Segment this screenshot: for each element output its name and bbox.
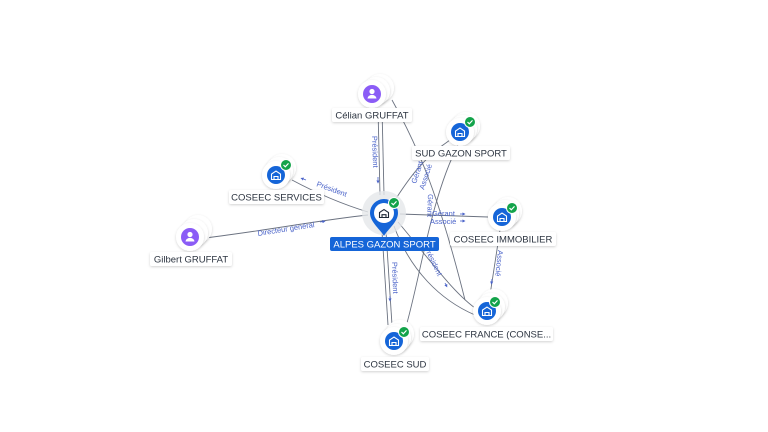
- edge-label-gerant-immobilier: Gérant: [432, 209, 456, 218]
- verified-badge-icon: [280, 159, 292, 171]
- company-icon: [267, 166, 285, 184]
- node-france[interactable]: COSEEC FRANCE (CONSE...: [420, 289, 553, 341]
- edge-label-associe-france: Associé: [493, 250, 505, 277]
- node-celian[interactable]: Célian GRUFFAT: [332, 74, 412, 122]
- verified-badge-icon: [506, 202, 518, 214]
- node-sudgazon[interactable]: SUD GAZON SPORT: [412, 112, 510, 160]
- map-pin-icon: [370, 199, 398, 236]
- edge-gilbert-center[interactable]: [204, 214, 369, 239]
- verified-badge-icon: [398, 326, 410, 338]
- person-icon: [363, 85, 381, 103]
- node-services[interactable]: COSEEC SERVICES: [229, 154, 324, 204]
- edge-center-immobilier[interactable]: [399, 213, 489, 218]
- company-icon: [493, 208, 511, 226]
- node-label-immobilier: COSEEC IMMOBILIER: [454, 235, 553, 246]
- edge-label-gerant-sud: Gérant: [425, 194, 435, 218]
- company-icon: [451, 123, 469, 141]
- node-label-france: COSEEC FRANCE (CONSE...: [422, 330, 551, 341]
- node-label-gilbert: Gilbert GRUFFAT: [154, 255, 228, 266]
- edge-label-directeur: Directeur général: [257, 220, 316, 238]
- edge-celian-center-2[interactable]: [381, 107, 385, 196]
- node-label-sud: COSEEC SUD: [364, 360, 427, 371]
- company-icon: [385, 332, 403, 350]
- node-gilbert[interactable]: Gilbert GRUFFAT: [150, 215, 232, 266]
- node-label-services: COSEEC SERVICES: [231, 193, 322, 204]
- verified-badge-icon: [464, 116, 476, 128]
- edge-label-associe-immobilier: Associé: [430, 217, 456, 226]
- edge-celian-center[interactable]: [377, 107, 381, 196]
- verified-badge-icon: [489, 296, 501, 308]
- node-label-celian: Célian GRUFFAT: [335, 111, 408, 122]
- node-sud[interactable]: COSEEC SUD: [361, 320, 429, 371]
- edge-label-president-celian: Président: [370, 136, 380, 169]
- node-immobilier[interactable]: COSEEC IMMOBILIER: [450, 197, 556, 246]
- edge-label-president-sud: Président: [390, 262, 400, 295]
- verified-badge-icon: [388, 197, 400, 209]
- person-icon: [181, 228, 199, 246]
- node-center[interactable]: ALPES GAZON SPORT: [330, 191, 439, 251]
- edge-center-france[interactable]: [397, 221, 479, 311]
- node-label-sudgazon: SUD GAZON SPORT: [415, 149, 507, 160]
- node-label-center: ALPES GAZON SPORT: [333, 240, 435, 251]
- edge-services-center[interactable]: [291, 179, 369, 213]
